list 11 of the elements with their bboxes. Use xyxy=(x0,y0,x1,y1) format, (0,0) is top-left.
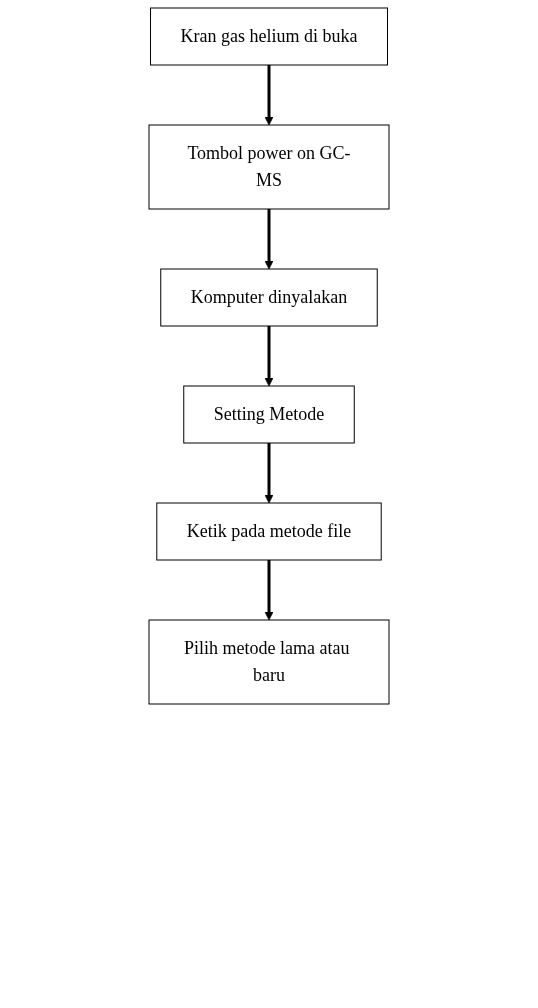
node-box: Setting Metode xyxy=(183,385,355,444)
arrow xyxy=(264,560,274,621)
node-box: Tombol power on GC-MS xyxy=(148,124,390,210)
arrow xyxy=(264,209,274,270)
node-box: Pilih metode lama atau baru xyxy=(148,619,390,705)
node-box: Komputer dinyalakan xyxy=(160,268,378,327)
arrow xyxy=(264,326,274,387)
node-box: Ketik pada metode file xyxy=(156,502,382,561)
arrow xyxy=(264,443,274,504)
arrow xyxy=(264,65,274,126)
node-box: Kran gas helium di buka xyxy=(150,7,388,66)
